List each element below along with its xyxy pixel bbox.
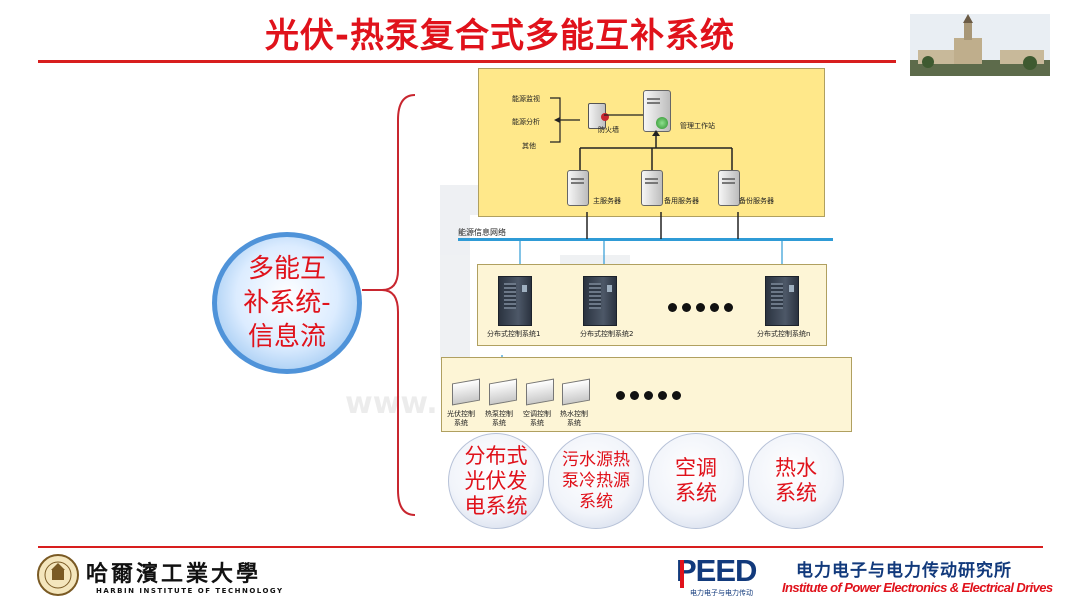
globe-icon: [656, 117, 668, 129]
heat-pump-control-label: 热泵控制系统: [485, 410, 513, 427]
institute-name-en: Institute of Power Electronics & Electri…: [782, 580, 1053, 595]
university-name-en: HARBIN INSTITUTE OF TECHNOLOGY: [96, 587, 284, 595]
ellipsis-dot: [682, 303, 691, 312]
output-bracket: [550, 97, 580, 143]
ellipsis-dot: [630, 391, 639, 400]
main-bubble-line: 多能互: [247, 254, 326, 284]
control-system-2-label: 分布式控制系统2: [580, 330, 634, 338]
university-seal-icon: [37, 554, 79, 596]
ellipsis-dot: [616, 391, 625, 400]
backup-server-icon: [718, 170, 740, 206]
control-system-1-label: 分布式控制系统1: [487, 330, 541, 338]
firewall-badge-icon: [601, 113, 609, 121]
ellipsis-dot: [710, 303, 719, 312]
server-links: [579, 114, 733, 170]
main-bubble-line: 信息流: [247, 322, 326, 352]
air-conditioning-bubble: 空调系统: [648, 433, 744, 529]
main-bubble: 多能互 补系统- 信息流: [212, 232, 362, 374]
control-cabinet-icon: [583, 276, 617, 326]
main-server-label: 主服务器: [593, 197, 621, 205]
peed-subtitle: 电力电子与电力传动: [690, 589, 753, 597]
footer-divider: [38, 546, 1043, 548]
brace-icon: [362, 94, 416, 516]
firewall-label: 防火墙: [598, 126, 619, 134]
ac-control-label: 空调控制系统: [523, 410, 551, 427]
control-system-n-label: 分布式控制系统n: [757, 330, 811, 338]
energy-analysis-label: 能源分析: [512, 118, 540, 126]
ellipsis-dot: [644, 391, 653, 400]
ellipsis-dot: [696, 303, 705, 312]
control-cabinet-icon: [498, 276, 532, 326]
workstation-label: 管理工作站: [680, 122, 715, 130]
campus-building-image: [910, 14, 1050, 76]
control-cabinet-icon: [765, 276, 799, 326]
ellipsis-dot: [658, 391, 667, 400]
main-server-icon: [567, 170, 589, 206]
standby-server-label: 备用服务器: [664, 197, 699, 205]
pv-control-label: 光伏控制系统: [447, 410, 475, 427]
hot-water-bubble: 热水系统: [748, 433, 844, 529]
network-label: 能源信息网络: [458, 228, 506, 237]
sewage-heat-pump-bubble: 污水源热泵冷热源系统: [548, 433, 644, 529]
other-label: 其他: [522, 142, 536, 150]
bus-uplinks: [586, 212, 739, 239]
hot-water-control-label: 热水控制系统: [560, 410, 588, 427]
page-title: 光伏-热泵复合式多能互补系统: [264, 16, 736, 56]
peed-logo: PEED: [676, 553, 757, 588]
ellipsis-dot: [668, 303, 677, 312]
pv-generation-bubble: 分布式光伏发电系统: [448, 433, 544, 529]
backup-server-label: 备份服务器: [739, 197, 774, 205]
main-bubble-line: 补系统-: [243, 288, 331, 318]
network-bus: [458, 238, 833, 241]
university-name-cn: 哈爾濱工業大學: [86, 561, 262, 587]
standby-server-icon: [641, 170, 663, 206]
energy-monitor-label: 能源监视: [512, 95, 540, 103]
institute-name-cn: 电力电子与电力传动研究所: [796, 561, 1012, 581]
ellipsis-dot: [724, 303, 733, 312]
ellipsis-dot: [672, 391, 681, 400]
peed-accent-bar: [680, 560, 684, 588]
title-underline: [38, 60, 896, 63]
